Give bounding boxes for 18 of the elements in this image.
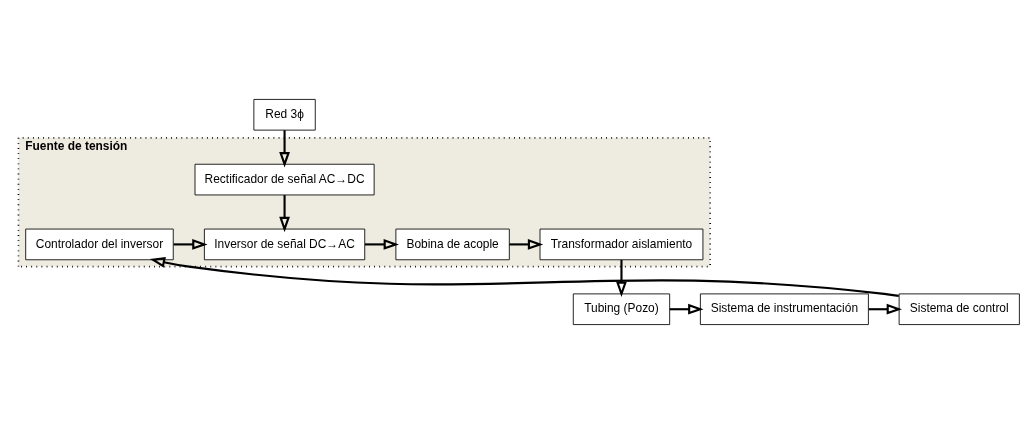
node-box: Sistema de instrumentación xyxy=(699,292,869,325)
node-box: Red 3ϕ xyxy=(253,98,316,131)
arrow xyxy=(616,259,627,297)
arrow xyxy=(669,303,704,315)
arrow xyxy=(279,194,290,232)
node-box: Inversor de señal DC→AC xyxy=(203,228,366,260)
arrow xyxy=(868,303,902,315)
arrow xyxy=(149,256,899,297)
node-box: Sistema de control xyxy=(898,292,1020,325)
node-box: Transformador aislamiento xyxy=(539,228,704,260)
arrow xyxy=(509,238,544,250)
arrow xyxy=(279,129,290,167)
arrow xyxy=(364,238,399,250)
arrow xyxy=(173,238,208,250)
node-box: Rectificador de señal AC→DC xyxy=(194,163,375,195)
node-box: Tubing (Pozo) xyxy=(572,292,671,325)
node-box: Bobina de acople xyxy=(395,228,510,260)
node-box: Controlador del inversor xyxy=(25,228,174,260)
